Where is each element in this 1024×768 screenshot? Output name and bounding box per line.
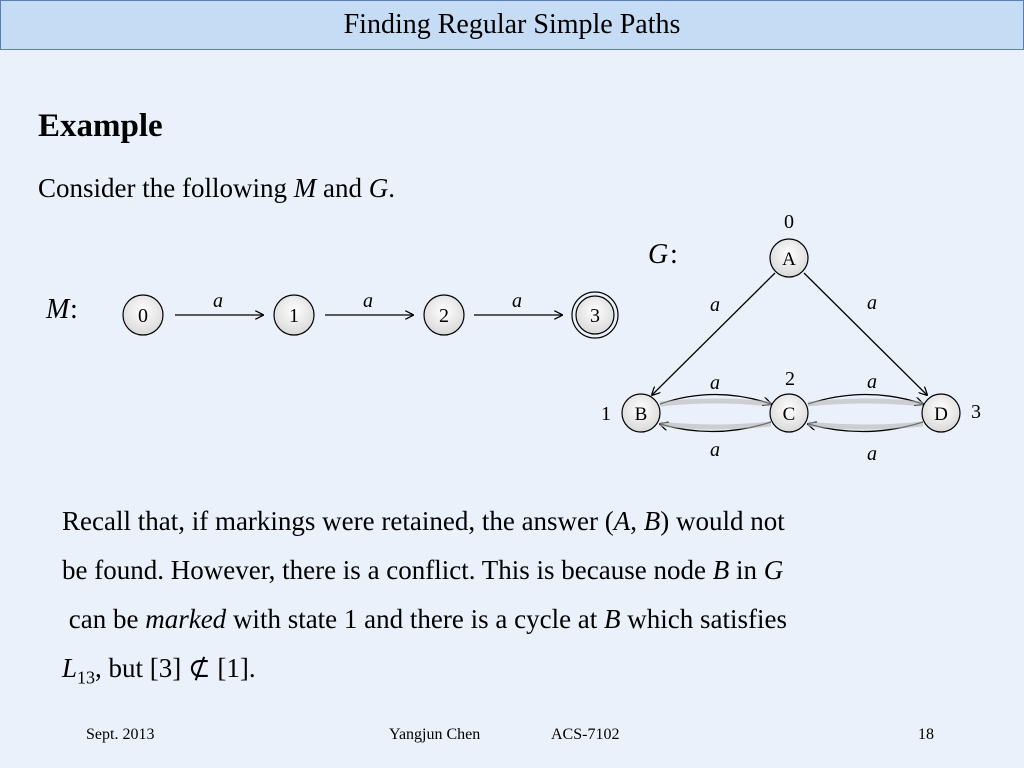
recall-text: which satisfies [620, 604, 788, 634]
footer-date: Sept. 2013 [86, 726, 155, 743]
edge-a-d [803, 272, 927, 395]
recall-italic-g: G [763, 555, 784, 585]
graph-g: G : A B C D 0 1 [601, 211, 981, 465]
slide-title: Finding Regular Simple Paths [343, 9, 681, 40]
not-subset-symbol: ⊄ [188, 653, 211, 683]
marking-a: 0 [784, 211, 794, 233]
footer-page-number: 18 [918, 726, 934, 743]
edge-c-d-shadow [807, 398, 924, 407]
recall-italic-marked: marked [145, 604, 227, 634]
state-0-label: 0 [138, 305, 148, 327]
marking-d: 3 [971, 401, 981, 423]
marking-b: 1 [601, 403, 611, 425]
state-2-label: 2 [439, 305, 449, 327]
slide-heading: Example [38, 108, 163, 144]
title-bar: Finding Regular Simple Paths [0, 0, 1024, 50]
recall-italic-b: B [604, 604, 621, 634]
intro-g: G [368, 173, 389, 203]
recall-text: be found. However, there is a conflict. … [62, 555, 713, 585]
recall-line-2: be found. However, there is a conflict. … [62, 546, 992, 595]
state-1-label: 1 [289, 305, 299, 327]
m-label-a-0: a [213, 290, 223, 312]
node-c: C [769, 393, 809, 433]
m-colon: : [70, 294, 78, 325]
recall-text: Recall that, if markings were retained, … [62, 506, 614, 536]
intro-text: Consider the following M and G. [38, 173, 395, 204]
recall-text: ) would not [660, 506, 785, 536]
recall-paragraph: Recall that, if markings were retained, … [62, 497, 992, 702]
recall-italic-b: B [712, 555, 730, 585]
m-label-a-2: a [512, 290, 522, 312]
recall-text: [1]. [210, 653, 256, 683]
recall-italic-b: B [643, 506, 661, 536]
recall-text: with state 1 and there is a cycle at [226, 604, 605, 634]
node-b: B [621, 393, 661, 433]
footer-course: ACS-7102 [551, 726, 620, 743]
state-2: 2 [423, 294, 465, 336]
edge-d-c-shadow [807, 421, 924, 430]
node-d: D [921, 393, 961, 433]
recall-text: in [729, 555, 764, 585]
state-3-label: 3 [590, 305, 600, 327]
g-label: G [648, 239, 668, 270]
recall-subscript: 13 [77, 667, 96, 688]
recall-italic-l: L [62, 653, 78, 683]
edge-c-b-shadow [659, 421, 772, 430]
recall-italic-a: A [613, 506, 631, 536]
edge-d-c-label: a [867, 443, 877, 465]
intro-and: and [316, 173, 369, 203]
edge-c-b-label: a [710, 439, 720, 461]
recall-line-1: Recall that, if markings were retained, … [62, 497, 992, 546]
m-label-a-1: a [363, 290, 373, 312]
recall-text: , [630, 506, 644, 536]
edge-a-d-label: a [867, 292, 877, 314]
recall-line-3: can be marked with state 1 and there is … [62, 595, 992, 644]
recall-line-4: L13, but [3] ⊄ [1]. [62, 644, 992, 702]
node-c-label: C [783, 404, 796, 425]
intro-m: M [293, 173, 317, 203]
recall-text: can be [62, 604, 146, 634]
footer-author: Yangjun Chen [389, 726, 481, 743]
edge-a-b [652, 272, 776, 395]
recall-text: , but [3] [95, 653, 189, 683]
state-0: 0 [122, 294, 164, 336]
edge-c-d-label: a [867, 371, 877, 393]
node-d-label: D [934, 404, 948, 425]
edge-b-c-shadow [659, 398, 772, 407]
edge-b-c-label: a [710, 372, 720, 394]
m-label: M [45, 294, 71, 325]
node-b-label: B [635, 404, 648, 425]
state-3-final: 3 [571, 291, 619, 339]
node-a: A [769, 238, 809, 278]
intro-suffix: . [388, 173, 395, 203]
marking-c: 2 [785, 368, 795, 390]
edge-a-b-label: a [710, 294, 720, 316]
state-1: 1 [273, 294, 315, 336]
node-a-label: A [782, 249, 796, 270]
g-colon: : [670, 239, 678, 270]
intro-prefix: Consider the following [38, 173, 294, 203]
automaton-m: M : 0 1 2 3 a a a [45, 290, 619, 339]
